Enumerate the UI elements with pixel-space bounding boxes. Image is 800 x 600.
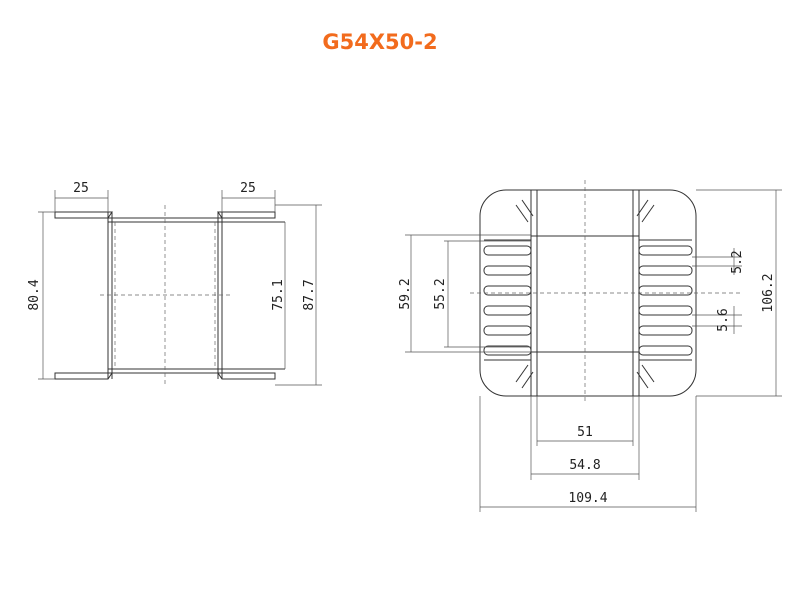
bottom-right-flange xyxy=(217,372,276,380)
right-fins xyxy=(638,239,693,361)
drawing-title: G54X50-2 xyxy=(322,30,438,54)
dim-top-right: 25 xyxy=(240,181,256,196)
dim-bottom-middle: 54.8 xyxy=(569,458,600,473)
dim-top-left: 25 xyxy=(73,181,89,196)
dim-left-height: 80.4 xyxy=(27,279,42,310)
dim-left-outer: 59.2 xyxy=(398,278,413,309)
bottom-left-flange xyxy=(54,372,113,380)
dim-right-height: 106.2 xyxy=(761,273,776,312)
top-left-flange xyxy=(54,211,113,219)
dim-bottom-outer: 109.4 xyxy=(568,491,607,506)
dim-fin-lower: 5.6 xyxy=(716,308,731,331)
dim-outer-height: 87.7 xyxy=(302,279,317,310)
front-view: 59.2 55.2 106.2 5.2 5.6 51 54.8 109.4 xyxy=(398,180,782,512)
top-right-flange xyxy=(217,211,276,219)
side-view: 25 25 80.4 75.1 87.7 xyxy=(27,181,322,386)
dim-fin-upper: 5.2 xyxy=(730,250,745,273)
left-fins xyxy=(483,239,532,361)
dim-bottom-inner: 51 xyxy=(577,425,593,440)
dim-left-inner: 55.2 xyxy=(433,278,448,309)
dim-inner-height: 75.1 xyxy=(271,279,286,310)
